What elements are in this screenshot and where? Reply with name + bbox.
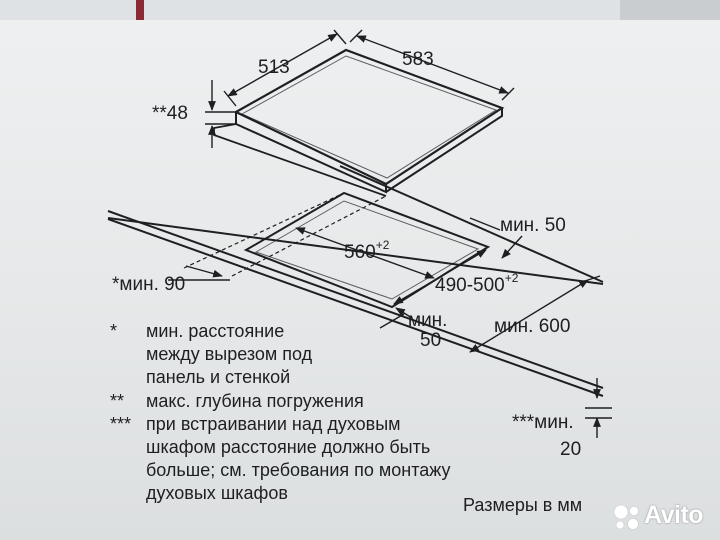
top-strip-marker [136, 0, 144, 20]
label-min-20-line1: ***мин. [512, 412, 574, 433]
footnote-text: панель и стенкой [146, 367, 291, 388]
label-min-50-front-line1: мин. [408, 310, 447, 331]
footnote-row: шкафом расстояние должно быть [110, 436, 670, 459]
dimension-min-90 [168, 265, 230, 281]
label-490-500-tolerance: +2 [505, 271, 519, 285]
label-560: 560+2 [344, 238, 390, 263]
footnote-text: мин. расстояние [146, 321, 285, 341]
label-490-500-value: 490-500 [435, 275, 505, 296]
label-min-50-front-line2: 50 [420, 330, 441, 351]
footnote-row: духовых шкафов [110, 482, 670, 505]
footnote-text: макс. глубина погружения [146, 390, 364, 411]
label-min-20-line2: 20 [560, 439, 581, 460]
avito-logo-icon [613, 504, 639, 530]
dimension-48 [205, 80, 236, 148]
label-min-90: *мин. 90 [112, 274, 185, 295]
avito-wordmark: Avito [644, 501, 704, 529]
footnote-text: при встраивании над духовым [146, 413, 401, 434]
dimension-min-600 [469, 275, 601, 353]
cutout [243, 191, 491, 309]
footnote-marker: ** [110, 390, 125, 411]
footnote-text: шкафом расстояние должно быть [146, 436, 431, 457]
hob-thickness [235, 108, 503, 194]
label-min-50-back: мин. 50 [500, 215, 566, 236]
dimension-490-500 [393, 249, 487, 305]
label-583: 583 [402, 49, 434, 70]
dimension-min-20 [585, 378, 612, 438]
footnote-row: *** при встраивании над духовым [110, 413, 670, 436]
footnote-marker: *** [110, 413, 132, 434]
dimension-583 [349, 29, 515, 101]
footnote-row: панель и стенкой [110, 366, 670, 389]
footnote-row: ** макс. глубина погружения [110, 390, 670, 413]
units-label: Размеры в мм [463, 495, 583, 515]
footnotes: * мин. расстояние между вырезом под панел… [110, 320, 670, 506]
dimension-513 [223, 29, 347, 107]
dimension-min-50-front [379, 307, 413, 329]
top-strip-segment [620, 0, 720, 20]
avito-watermark: Avito [612, 500, 718, 532]
footnote-row: между вырезом под [110, 343, 670, 366]
footnote-row: больше; см. требования по монтажу [110, 459, 670, 482]
footnote-text: духовых шкафов [146, 483, 288, 504]
footnote-marker: * [110, 321, 118, 341]
footnote-row: * мин. расстояние [110, 320, 670, 343]
worktop-back-edge [339, 165, 604, 283]
label-48: **48 [152, 103, 188, 124]
footnote-text: больше; см. требования по монтажу [146, 460, 451, 481]
dimension-min-50-back [469, 217, 523, 259]
footnote-text: между вырезом под [146, 344, 313, 365]
label-min-600: мин. 600 [494, 316, 570, 337]
label-513: 513 [258, 57, 290, 78]
label-560-tolerance: +2 [376, 238, 390, 252]
top-strip [0, 0, 720, 20]
top-strip-segment [0, 0, 620, 20]
label-560-value: 560 [344, 242, 376, 263]
hob-recess [213, 123, 387, 197]
label-490-500: 490-500+2 [435, 271, 519, 296]
